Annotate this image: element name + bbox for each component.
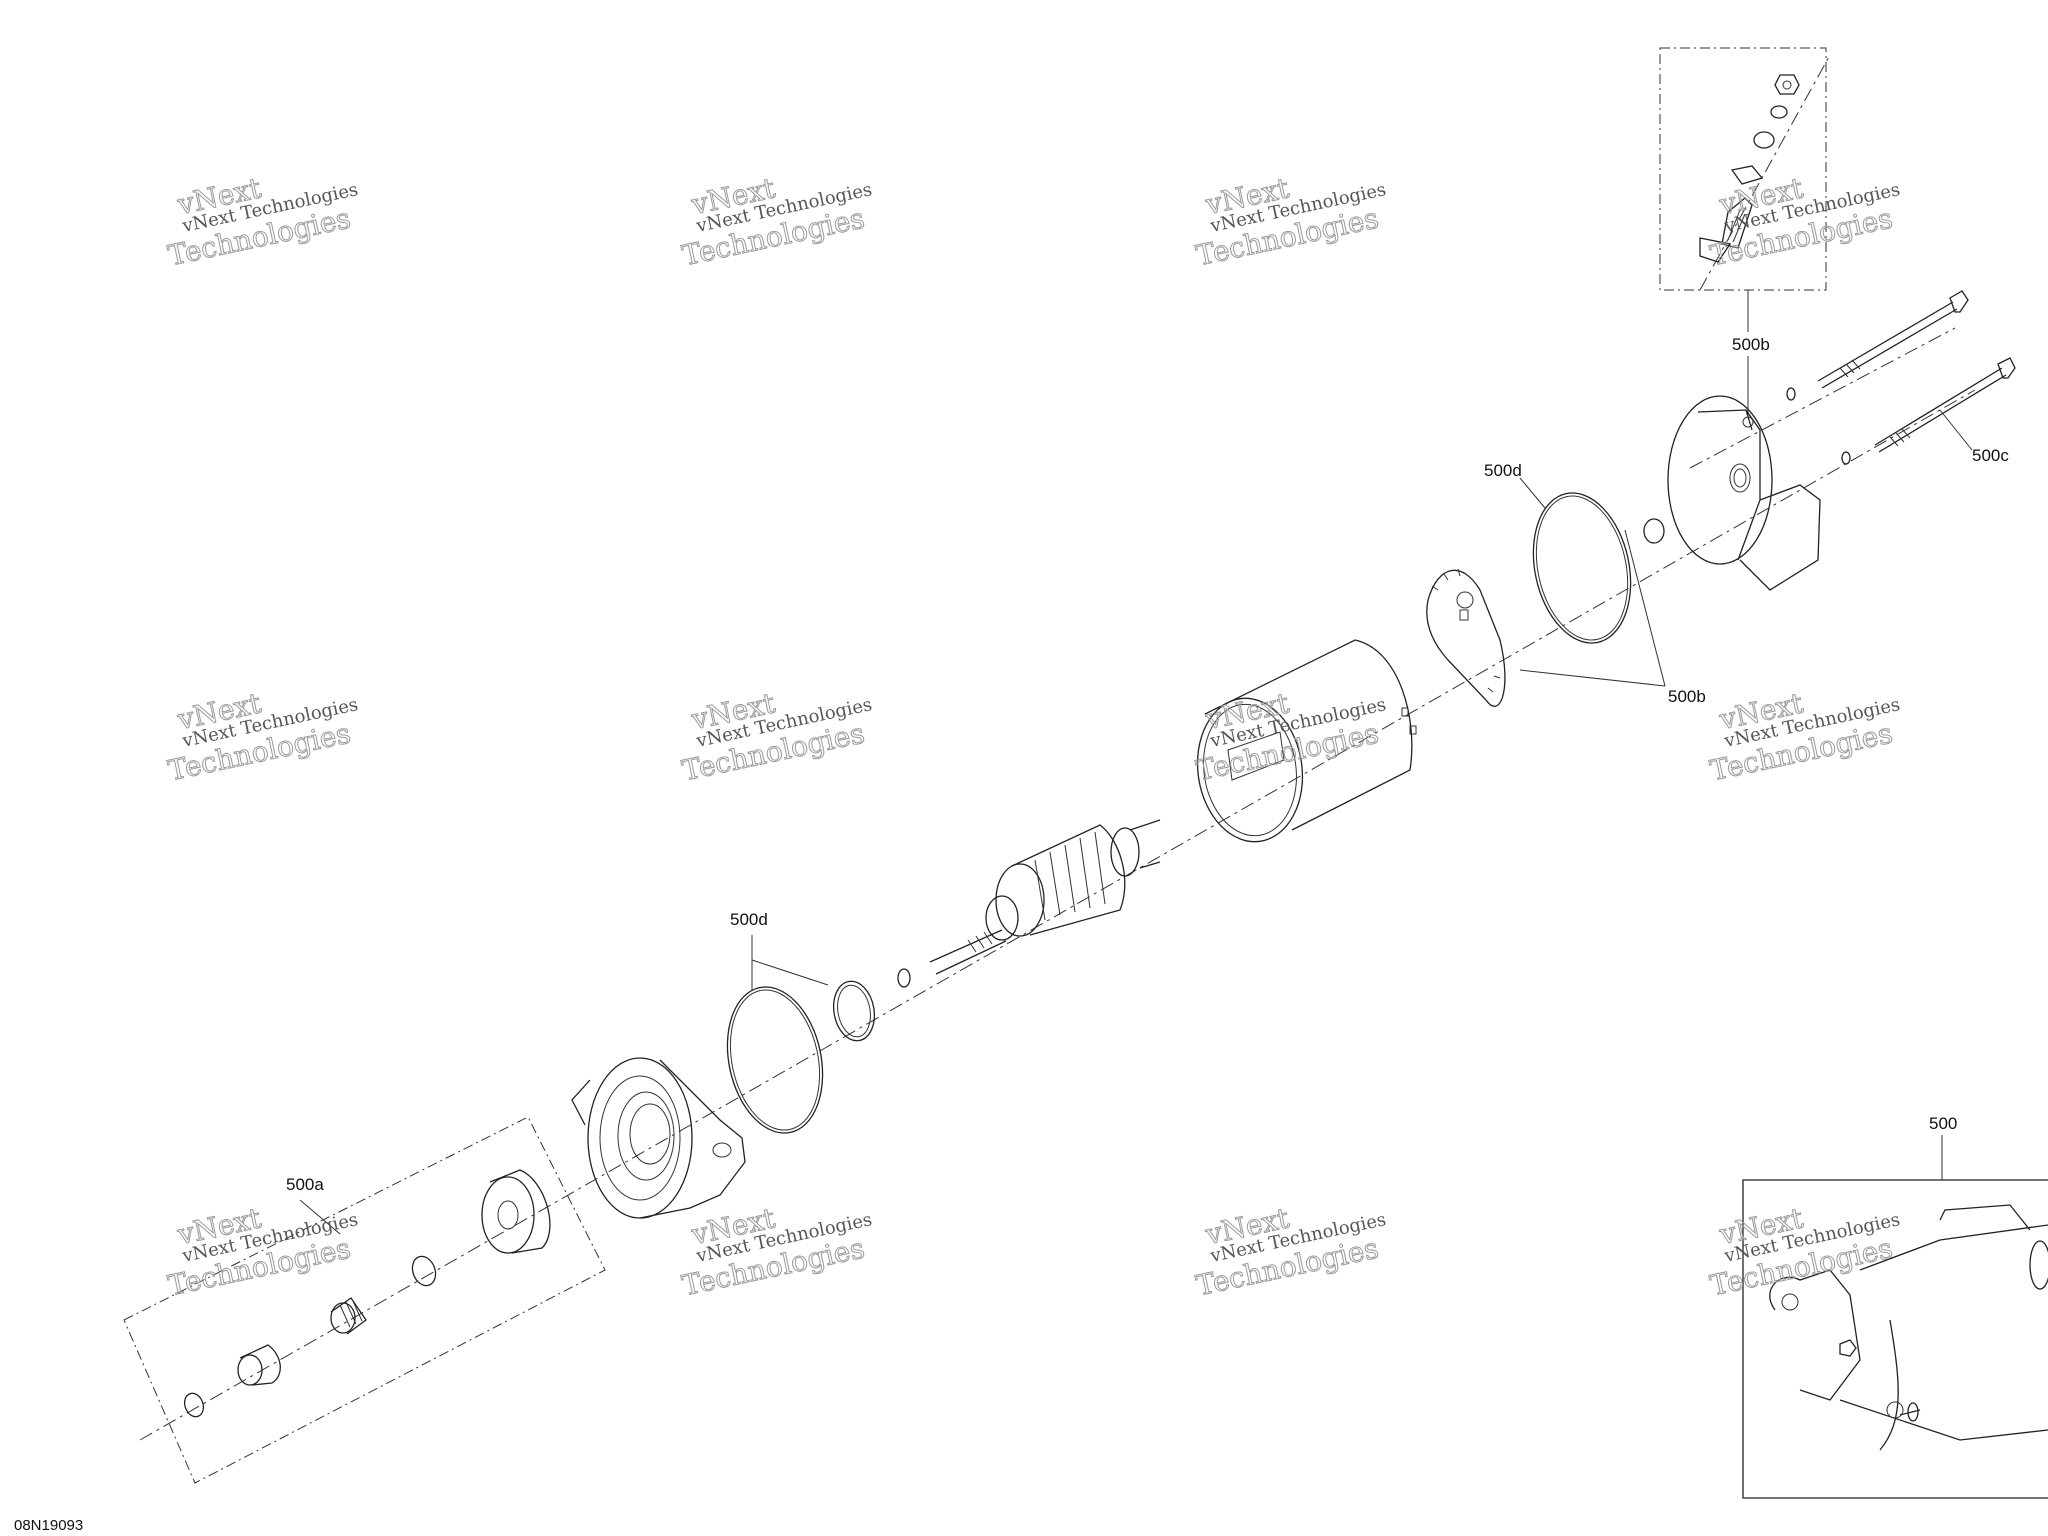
callout-assembly: 500 [1929, 1114, 1957, 1133]
terminal-hardware [1699, 74, 1800, 263]
watermark-5: vNext vNext Technologies Technologies [165, 686, 360, 788]
upper-bolt-axis [1689, 327, 1956, 469]
drawing-number: 08N19093 [14, 1517, 83, 1534]
watermark-12: vNext vNext Technologies Technologies [1707, 1201, 1902, 1303]
large-o-ring-front [726, 986, 824, 1134]
sleeve [237, 1344, 281, 1386]
callout-drive-group: 500a [286, 1175, 324, 1194]
watermark-6: vNext vNext Technologies Technologies [679, 686, 874, 788]
top-box-axis [1699, 54, 1831, 291]
snap-ring [411, 1255, 437, 1287]
stator-housing [1196, 639, 1417, 843]
top-detail-box [1659, 47, 1827, 291]
watermark-9: vNext vNext Technologies Technologies [165, 1201, 360, 1303]
retaining-ring [183, 1392, 205, 1418]
watermark-4: vNext vNext Technologies Technologies [1707, 171, 1902, 273]
callout-oring-front: 500d [730, 910, 768, 929]
small-o-ring-rear [1643, 518, 1665, 544]
watermark-11: vNext vNext Technologies Technologies [1193, 1201, 1388, 1303]
watermark-8: vNext vNext Technologies Technologies [1707, 686, 1902, 788]
through-bolt-lower [1874, 357, 2016, 453]
small-o-ring-front [832, 980, 876, 1042]
watermark-2: vNext vNext Technologies Technologies [679, 171, 874, 273]
assembly-inset-box [1742, 1179, 2048, 1499]
watermark-7: vNext vNext Technologies Technologies [1193, 686, 1388, 788]
watermark-10: vNext vNext Technologies Technologies [679, 1201, 874, 1303]
starter-assembly-illustration [1769, 1204, 2048, 1451]
small-washer-lower [1841, 451, 1851, 465]
large-o-ring-rear [1532, 492, 1632, 644]
pinion-gear [481, 1169, 551, 1254]
callout-oring-rear: 500d [1484, 461, 1522, 480]
armature [897, 819, 1161, 988]
drive-end-housing [571, 1057, 746, 1219]
brush-plate [1426, 568, 1506, 707]
through-bolt-upper [1817, 290, 1969, 389]
callout-bolt: 500c [1972, 446, 2009, 465]
callout-top-box-group: 500b [1732, 335, 1770, 354]
callout-brush-group: 500b [1668, 687, 1706, 706]
spring [330, 1297, 367, 1335]
drive-group-box [123, 1116, 606, 1484]
watermark-3: vNext vNext Technologies Technologies [1193, 171, 1388, 273]
small-washer-upper [1786, 387, 1796, 401]
watermark-1: vNext vNext Technologies Technologies [165, 171, 360, 273]
end-cap-housing [1667, 395, 1821, 591]
main-centerline [139, 389, 1976, 1441]
